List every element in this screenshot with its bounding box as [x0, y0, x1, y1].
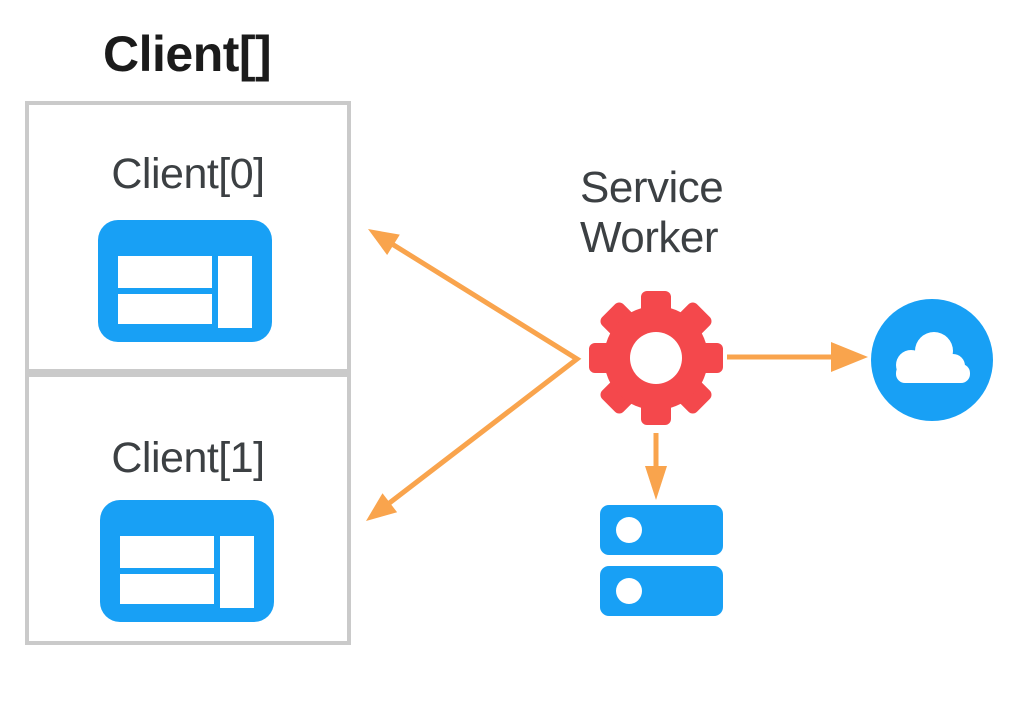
client-0-box: Client[0]: [25, 101, 351, 373]
gear-icon: [589, 291, 723, 425]
client-1-label: Client[1]: [111, 434, 265, 482]
arrowhead-to-client-0: [368, 229, 400, 256]
server-stack-icon: [600, 505, 723, 616]
arrows-service-worker-to-clients: [366, 229, 582, 521]
browser-window-icon: [98, 220, 272, 342]
cloud-icon: [871, 299, 993, 421]
client-0-label: Client[0]: [111, 150, 265, 198]
service-worker-label: Service Worker: [580, 163, 724, 263]
browser-window-icon: [100, 500, 274, 622]
arrowhead-to-server: [645, 466, 667, 500]
arrowhead-to-cloud: [831, 342, 868, 372]
service-worker-label-line2: Worker: [580, 213, 718, 262]
client-1-box: Client[1]: [25, 373, 351, 645]
arrowhead-to-client-1: [366, 493, 398, 521]
service-worker-label-line1: Service: [580, 163, 724, 212]
diagram-title: Client[]: [103, 26, 272, 82]
arrow-service-worker-to-cloud: [727, 342, 868, 372]
arrow-service-worker-to-server: [645, 433, 667, 500]
